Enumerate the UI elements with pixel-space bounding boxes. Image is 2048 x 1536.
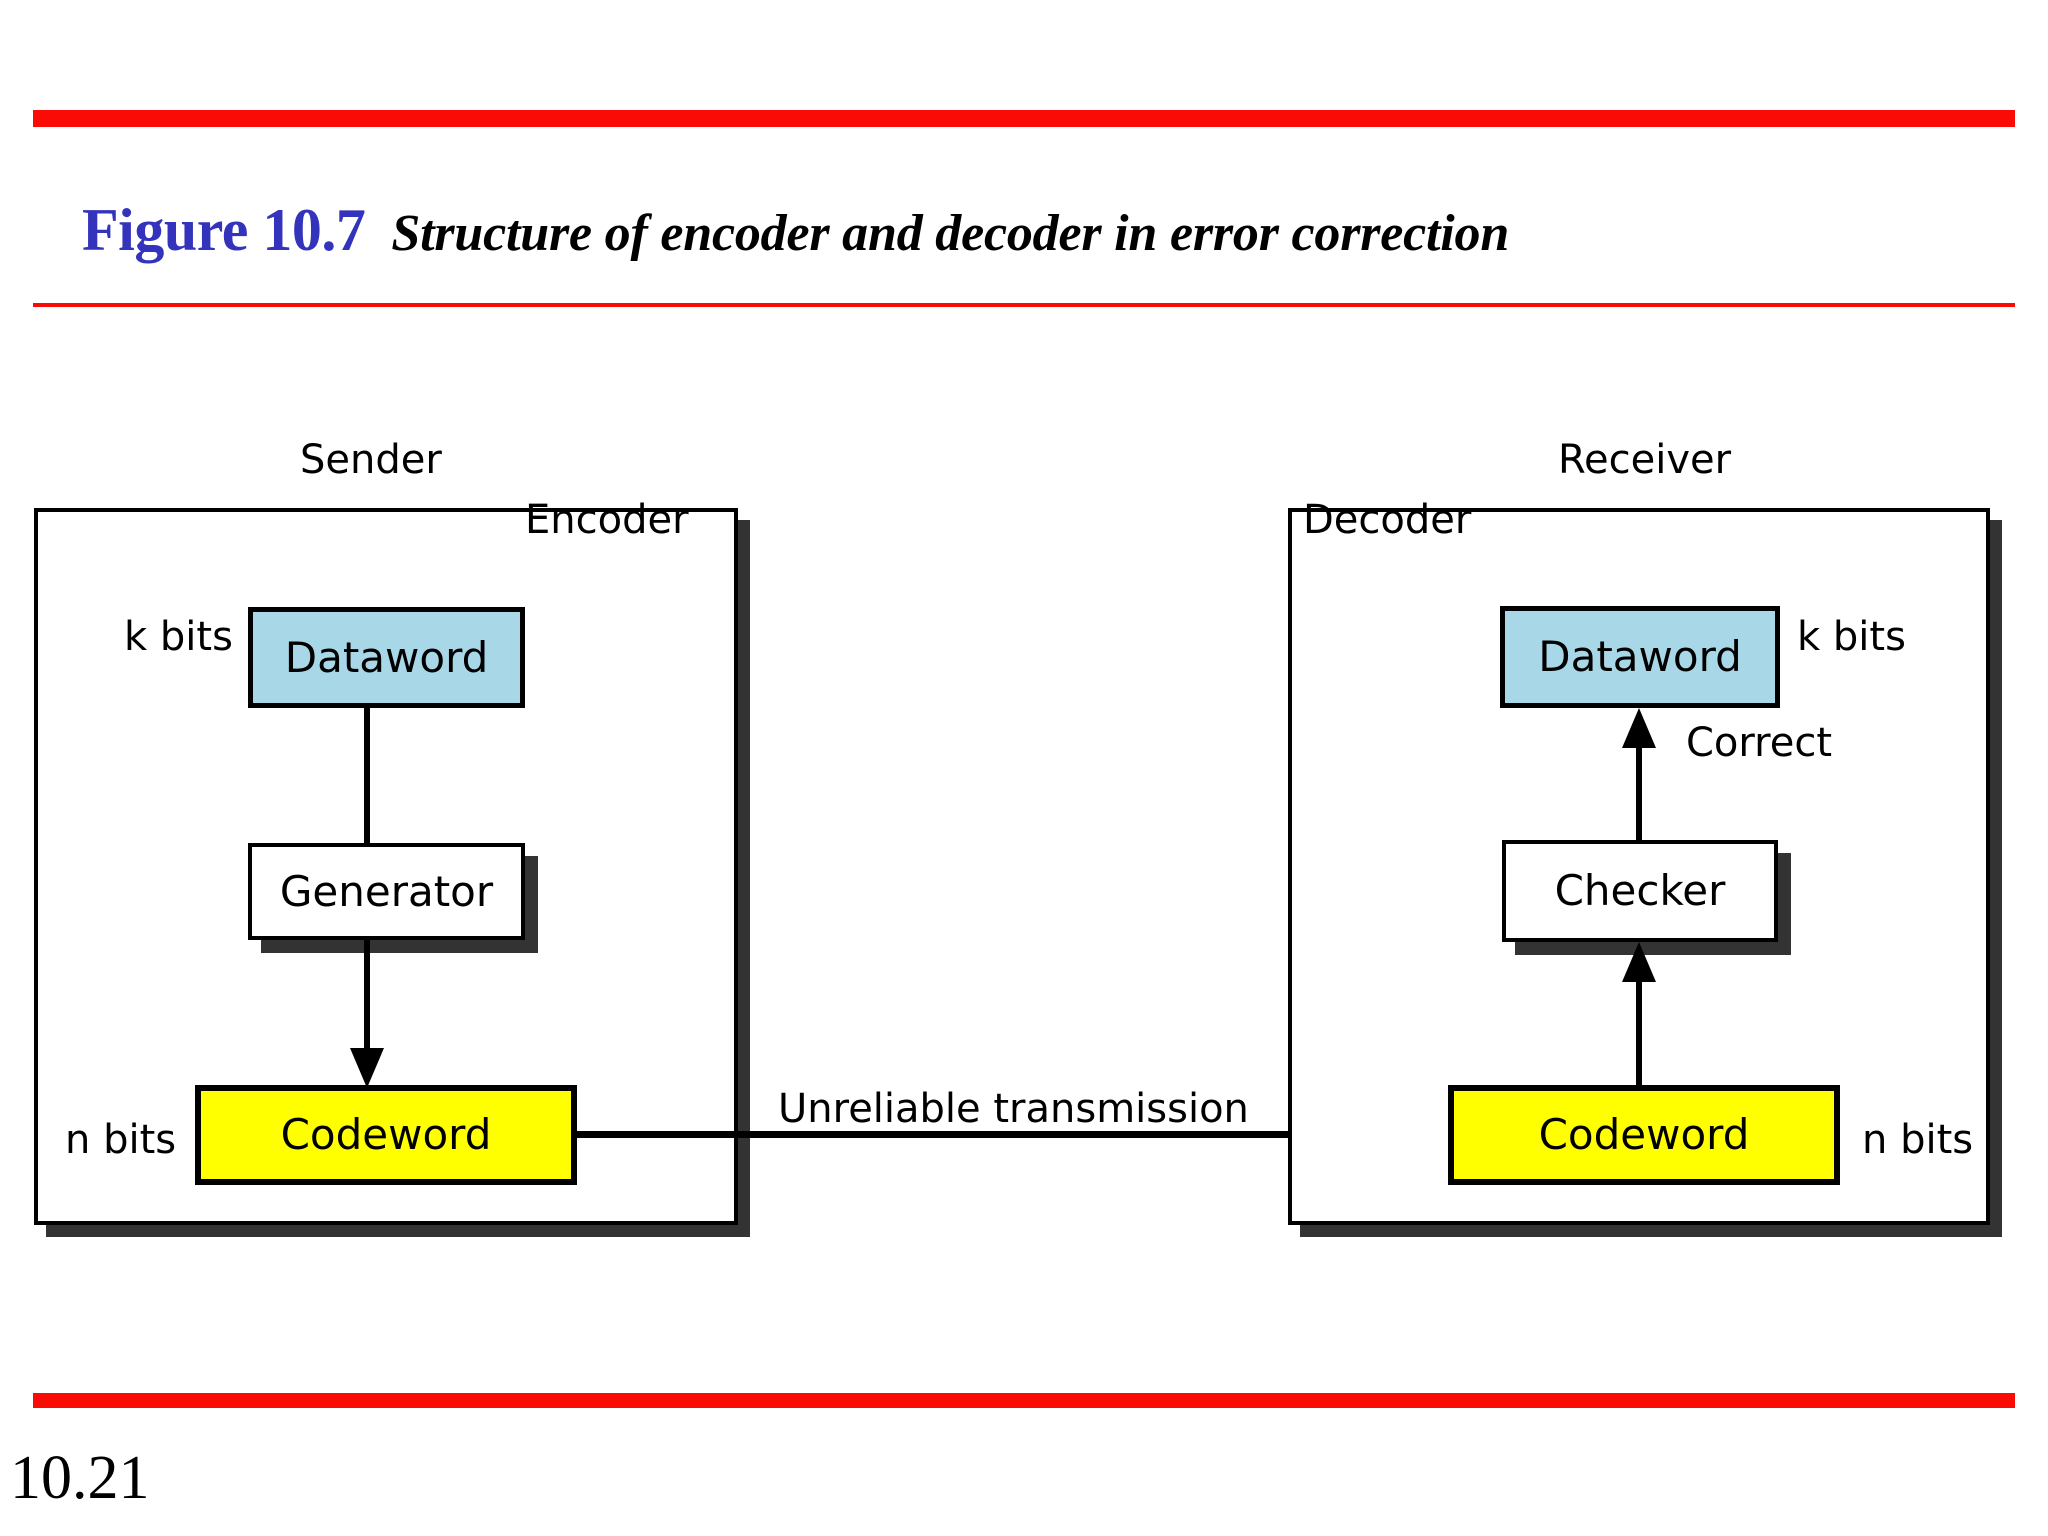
sender-dataword-node: Dataword (248, 607, 525, 708)
figure-caption: Figure 10.7 Structure of encoder and dec… (82, 196, 1509, 266)
sender-dataword-label: Dataword (284, 632, 489, 682)
sender-generator-to-codeword-arrowhead (350, 1048, 384, 1088)
encoder-panel-title: Encoder (525, 497, 689, 543)
sender-codeword-label: Codeword (280, 1110, 492, 1159)
sender-dataword-to-generator-line (364, 708, 370, 843)
receiver-dataword-node: Dataword (1500, 606, 1780, 708)
checker-to-dataword-arrowhead (1622, 708, 1656, 748)
receiver-dataword-bits-label: k bits (1797, 614, 1906, 660)
sender-generator-to-codeword-line (364, 940, 370, 1058)
figure-title: Structure of encoder and decoder in erro… (391, 205, 1510, 262)
unreliable-transmission-label: Unreliable transmission (778, 1086, 1249, 1132)
top-red-rule (33, 110, 2015, 127)
page-number: 10.21 (10, 1444, 150, 1512)
receiver-codeword-bits-label: n bits (1862, 1117, 1974, 1163)
receiver-codeword-node: Codeword (1448, 1085, 1840, 1185)
sender-codeword-bits-label: n bits (65, 1117, 177, 1163)
sender-codeword-node: Codeword (195, 1085, 577, 1185)
receiver-dataword-label: Dataword (1538, 632, 1742, 681)
checker-to-dataword-line (1636, 748, 1642, 843)
sender-group-label: Sender (300, 437, 442, 483)
bottom-red-rule (33, 1393, 2015, 1408)
correct-edge-label: Correct (1686, 720, 1832, 766)
transmission-line (577, 1131, 1422, 1138)
decoder-panel-title: Decoder (1303, 497, 1472, 543)
sender-dataword-bits-label: k bits (124, 614, 233, 660)
receiver-codeword-to-checker-line (1636, 982, 1642, 1088)
receiver-codeword-to-checker-arrowhead (1622, 942, 1656, 982)
receiver-group-label: Receiver (1558, 437, 1732, 483)
checker-node: Checker (1502, 840, 1778, 942)
checker-label: Checker (1554, 866, 1726, 915)
title-underline-rule (33, 303, 2015, 307)
figure-number: Figure 10.7 (82, 197, 366, 263)
generator-label: Generator (279, 866, 494, 916)
generator-node: Generator (248, 843, 525, 940)
receiver-codeword-label: Codeword (1538, 1110, 1750, 1159)
